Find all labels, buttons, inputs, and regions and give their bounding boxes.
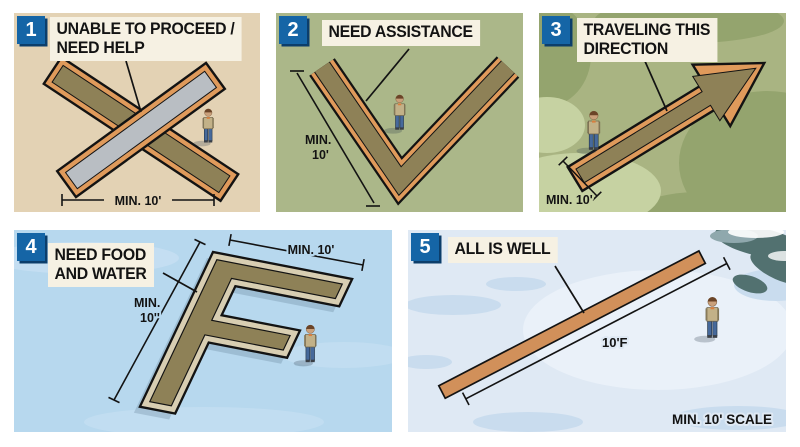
signal-v-icon xyxy=(309,56,520,206)
measurement-label: MIN. xyxy=(305,133,331,147)
step-number-badge: 4 xyxy=(17,233,45,261)
measurement-label: 10'' xyxy=(140,311,160,325)
pointer-line xyxy=(643,58,668,112)
measurement-line xyxy=(461,256,731,406)
panel-title: UNABLE TO PROCEED / NEED HELP xyxy=(50,17,242,62)
measurement-label: MIN. 10' xyxy=(288,243,335,257)
panel-illustration: 10'F MIN. 10' SCALE xyxy=(408,230,786,432)
panel-illustration: MIN. 10'' MIN. 10' xyxy=(14,233,392,432)
panel-illustration: MIN. 10' xyxy=(42,55,240,210)
signal-strip-icon xyxy=(437,249,731,406)
step-number-badge: 2 xyxy=(279,16,307,44)
person-figure xyxy=(192,108,215,147)
panel-illustration: MIN. 10' xyxy=(290,48,520,207)
panel-title-line: NEED ASSISTANCE xyxy=(328,22,474,41)
measurement-label: 10' xyxy=(312,148,329,162)
pointer-line xyxy=(365,48,410,102)
pointer-line xyxy=(554,265,585,314)
panel-title-line: AND WATER xyxy=(54,263,147,283)
panel-traveling-this-direction: 3 TRAVELING THIS DIRECTION xyxy=(539,13,786,212)
panel-illustration: MIN. 10' xyxy=(539,13,786,212)
measurement-line xyxy=(290,70,380,207)
pointer-line xyxy=(162,272,198,293)
panel-title-line: UNABLE TO PROCEED / xyxy=(56,19,235,38)
panel-title: NEED ASSISTANCE xyxy=(322,20,481,46)
panel-need-food-and-water: 4 NEED FOOD AND WATER xyxy=(14,230,392,432)
measurement-line xyxy=(108,233,365,404)
panel-unable-to-proceed: 1 UNABLE TO PROCEED / NEED HELP xyxy=(14,13,260,212)
signal-arrow-icon xyxy=(566,61,767,193)
panel-title-line: DIRECTION xyxy=(583,38,669,58)
pointer-line xyxy=(125,60,142,113)
panel-title-line: ALL IS WELL xyxy=(454,239,551,258)
snow-patches xyxy=(408,270,786,432)
panel-title: TRAVELING THIS DIRECTION xyxy=(577,18,718,63)
panel-all-is-well: 5 ALL IS WELL xyxy=(408,230,786,432)
panel-title-line: TRAVELING THIS xyxy=(583,20,711,39)
panel-title-line: NEED HELP xyxy=(56,37,145,57)
panel-need-assistance: 2 NEED ASSISTANCE MIN. 10' xyxy=(276,13,523,212)
measurement-line xyxy=(61,194,215,206)
panel-title: ALL IS WELL xyxy=(448,237,558,263)
measurement-label: MIN. 10' xyxy=(115,194,162,208)
tree-icon xyxy=(710,230,786,301)
measurement-label: 10'F xyxy=(602,335,628,350)
measurement-label: MIN. 10' xyxy=(546,193,593,207)
signal-f-icon xyxy=(133,250,354,420)
signal-x-icon xyxy=(42,55,240,203)
measurement-line xyxy=(558,156,602,201)
measurement-label: MIN. xyxy=(134,296,160,310)
person-figure xyxy=(383,94,406,135)
panel-title: NEED FOOD AND WATER xyxy=(48,243,155,288)
panel-title-line: NEED FOOD xyxy=(54,245,147,264)
step-number-badge: 5 xyxy=(411,233,439,261)
step-number-badge: 1 xyxy=(17,16,45,44)
step-number-badge: 3 xyxy=(542,16,570,44)
scale-note: MIN. 10' SCALE xyxy=(672,412,772,427)
